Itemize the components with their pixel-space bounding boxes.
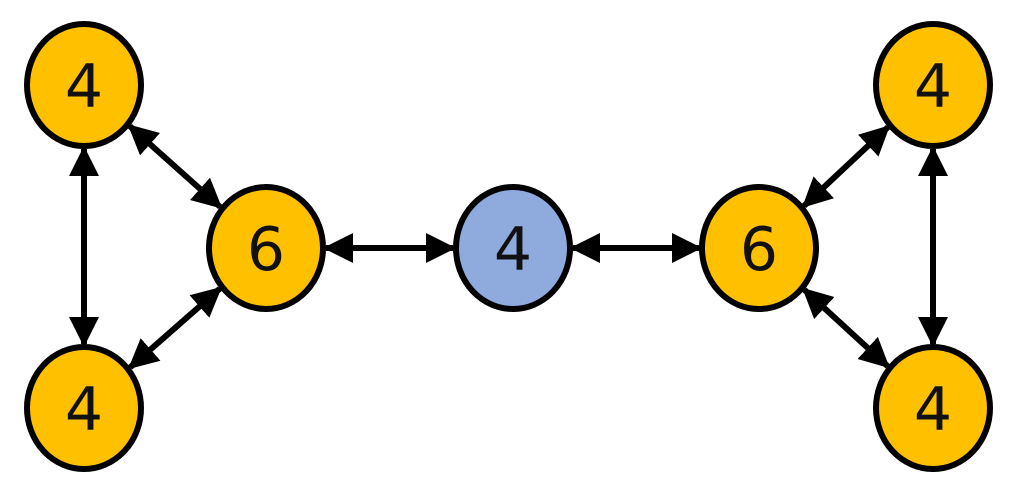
- node-center-shape: [453, 184, 573, 312]
- node-bottom-left: 4: [24, 344, 144, 472]
- node-bottom-left-shape: [24, 344, 144, 472]
- node-left-hub-label: 6: [247, 215, 285, 285]
- node-right-hub: 6: [699, 184, 819, 312]
- node-top-right: 4: [873, 21, 993, 149]
- edge-top-left-to-left-hub: [127, 123, 223, 210]
- node-bottom-right: 4: [873, 344, 993, 472]
- node-top-left-label: 4: [65, 52, 103, 122]
- edge-right-hub-to-top-right: [801, 125, 891, 208]
- edges-layer: [69, 123, 948, 370]
- node-left-hub-shape: [206, 184, 326, 312]
- node-bottom-left-label: 4: [65, 375, 103, 445]
- node-left-hub: 6: [206, 184, 326, 312]
- node-top-right-shape: [873, 21, 993, 149]
- node-top-left-shape: [24, 21, 144, 149]
- node-center-label: 4: [494, 215, 532, 285]
- node-top-left: 4: [24, 21, 144, 149]
- node-bottom-right-shape: [873, 344, 993, 472]
- edge-right-hub-to-bottom-right: [802, 287, 890, 369]
- edge-bottom-left-to-left-hub: [128, 286, 222, 370]
- node-bottom-right-label: 4: [914, 375, 952, 445]
- node-right-hub-shape: [699, 184, 819, 312]
- node-right-hub-label: 6: [740, 215, 778, 285]
- node-center: 4: [453, 184, 573, 312]
- node-top-right-label: 4: [914, 52, 952, 122]
